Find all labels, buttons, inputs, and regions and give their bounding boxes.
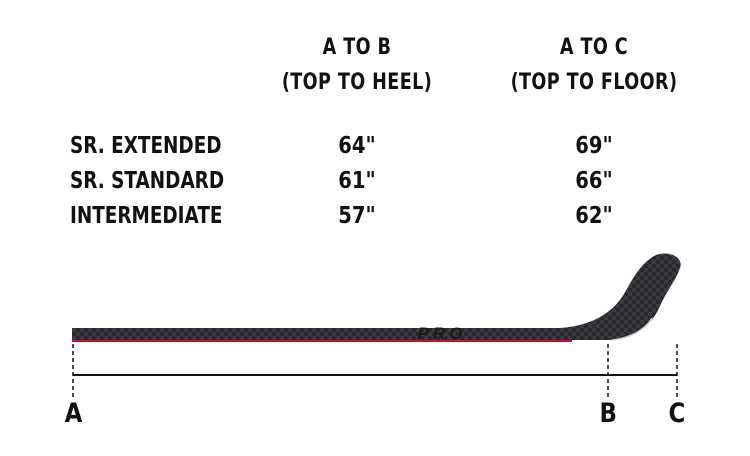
- point-label-c: C: [668, 398, 686, 429]
- row-label-sr-extended: SR. EXTENDED: [70, 133, 222, 159]
- stick-brand-logo: PRO: [418, 324, 467, 343]
- header-a-to-b-title: A TO B: [322, 35, 392, 60]
- header-a-to-c: A TO C (TOP TO FLOOR): [498, 30, 690, 100]
- value-sr-standard-a-to-b: 61": [338, 168, 376, 194]
- header-a-to-c-title: A TO C: [559, 35, 629, 60]
- value-intermediate-a-to-b: 57": [338, 203, 376, 229]
- hockey-stick: PRO: [72, 253, 681, 343]
- stick-body: [72, 253, 681, 340]
- point-label-a: A: [64, 398, 83, 429]
- row-label-intermediate: INTERMEDIATE: [70, 203, 223, 229]
- value-sr-standard-a-to-c: 66": [575, 168, 613, 194]
- value-intermediate-a-to-c: 62": [575, 203, 613, 229]
- value-sr-extended-a-to-c: 69": [575, 133, 613, 159]
- value-sr-extended-a-to-b: 64": [338, 133, 376, 159]
- header-a-to-b-subtitle: (TOP TO HEEL): [281, 70, 433, 95]
- row-label-sr-standard: SR. STANDARD: [70, 168, 225, 194]
- header-a-to-c-subtitle: (TOP TO FLOOR): [510, 70, 678, 95]
- header-a-to-b: A TO B (TOP TO HEEL): [261, 30, 453, 100]
- stick-blade-shine: [611, 317, 653, 341]
- point-label-b: B: [599, 398, 618, 429]
